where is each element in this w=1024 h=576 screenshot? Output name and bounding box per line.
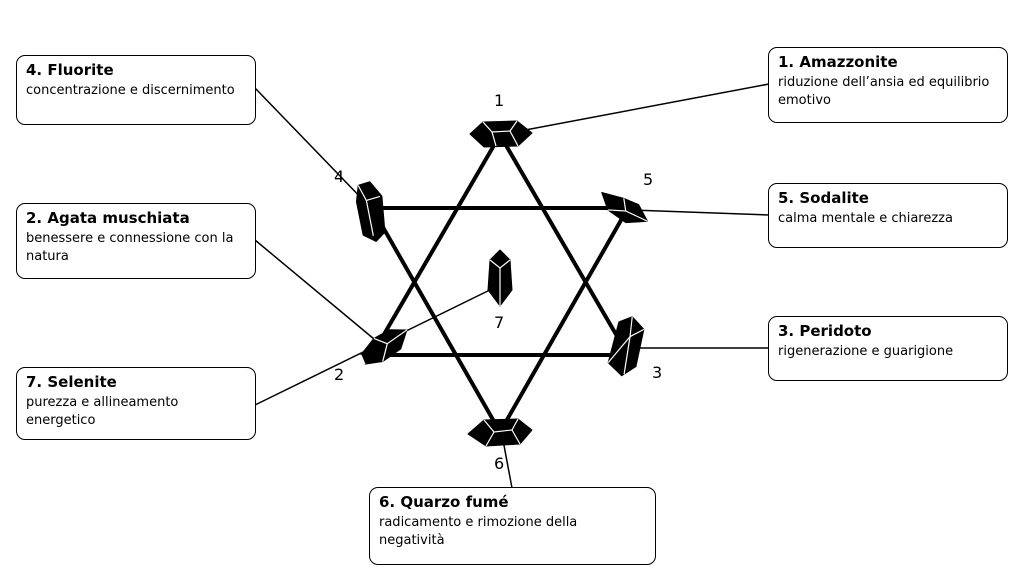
leader-line-6 [502,439,513,489]
stone-title: 6. Quarzo fumé [379,493,509,511]
crystal-number-3: 3 [652,363,662,382]
label-box-6: 6. Quarzo fumé radicamento e rimozione d… [369,487,656,565]
label-box-7: 7. Selenite purezza e allineamento energ… [16,367,256,440]
stone-description: benessere e connessione con la natura [26,231,234,264]
crystal-4-icon [355,181,386,242]
label-box-3: 3. Peridoto rigenerazione e guarigione [768,316,1008,381]
triangle-up [368,131,632,357]
leader-line-1 [519,83,770,132]
stone-title: 4. Fluorite [26,61,114,79]
triangle-down [368,206,632,437]
stone-description: rigenerazione e guarigione [778,344,954,359]
stone-description: purezza e allineamento energetico [26,395,179,428]
label-box-2: 2. Agata muschiata benessere e connessio… [16,203,256,279]
leader-line-2 [254,239,381,345]
crystal-number-6: 6 [494,454,504,473]
crystal-number-4: 4 [334,167,344,186]
crystal-2-icon [360,329,408,365]
stone-description: radicamento e rimozione della negatività [379,515,578,548]
stone-title: 2. Agata muschiata [26,209,190,227]
crystal-1-icon [469,120,533,148]
stone-title: 7. Selenite [26,373,117,391]
stone-description: concentrazione e discernimento [26,83,235,98]
crystal-6-icon [467,418,533,447]
crystal-number-7: 7 [494,313,504,332]
crystal-number-5: 5 [643,170,653,189]
label-box-1: 1. Amazzonite riduzione dell’ansia ed eq… [768,47,1008,123]
crystal-5-icon [601,192,649,224]
leader-line-5 [629,209,770,216]
crystal-number-2: 2 [334,365,344,384]
crystal-3-icon [607,316,645,377]
stone-description: calma mentale e chiarezza [778,211,953,226]
stone-description: riduzione dell’ansia ed equilibrio emoti… [778,75,990,108]
stone-title: 1. Amazzonite [778,53,898,71]
crystal-7-icon [487,249,513,307]
stone-title: 5. Sodalite [778,189,869,207]
leader-line-4 [254,87,369,206]
label-box-5: 5. Sodalite calma mentale e chiarezza [768,183,1008,248]
stone-title: 3. Peridoto [778,322,872,340]
crystal-number-1: 1 [494,91,504,110]
label-box-4: 4. Fluorite concentrazione e discernimen… [16,55,256,125]
